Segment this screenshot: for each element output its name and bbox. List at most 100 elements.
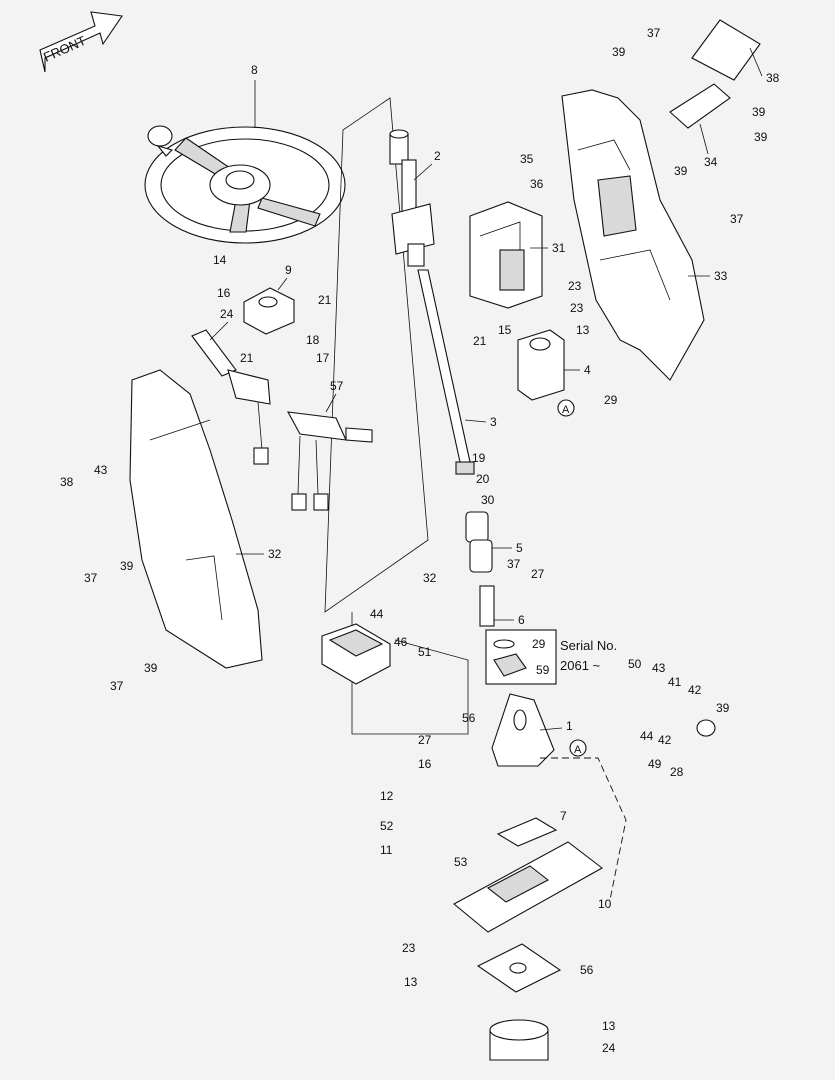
callout-number: 6 (518, 613, 525, 627)
callout-number: 5 (516, 541, 523, 555)
callout-number: 21 (473, 334, 487, 348)
callout-number: 10 (598, 897, 612, 911)
adjust-knob (696, 719, 716, 737)
callout-number: 37 (110, 679, 124, 693)
callout-number: 43 (652, 661, 666, 675)
callout-number: 39 (754, 130, 768, 144)
callout-number: 1 (566, 719, 573, 733)
callout-number: 13 (576, 323, 590, 337)
callout-number: 32 (268, 547, 282, 561)
callout-number: 28 (670, 765, 684, 779)
callout-number: 42 (688, 683, 702, 697)
ref-marker-a-lower: A (569, 739, 587, 757)
callout-number: 30 (481, 493, 495, 507)
callout-number: 8 (251, 63, 258, 77)
callout-number: 4 (584, 363, 591, 377)
callout-number: 11 (380, 843, 393, 857)
callout-number: 13 (602, 1019, 616, 1033)
callout-number: 43 (94, 463, 108, 477)
callout-number: 52 (380, 819, 394, 833)
serial-inset-box (485, 629, 557, 685)
serial-range: 2061 ~ (560, 658, 601, 673)
callout-number: 23 (402, 941, 416, 955)
callout-number: 19 (472, 451, 486, 465)
universal-joint (465, 511, 495, 627)
callout-number: 17 (316, 351, 330, 365)
callout-number: 9 (285, 263, 292, 277)
callout-number: 50 (628, 657, 642, 671)
module-box (321, 623, 391, 685)
callout-number: 23 (570, 301, 584, 315)
front-direction-arrow: FRONT (39, 11, 123, 73)
callout-number: 51 (418, 645, 432, 659)
column-cover-right (561, 89, 705, 381)
steering-wheel (144, 125, 346, 244)
callout-number: 24 (602, 1041, 616, 1055)
front-label: FRONT (41, 33, 88, 65)
callout-number: 37 (84, 571, 98, 585)
callout-number: 7 (560, 809, 567, 823)
upper-bracket (469, 201, 543, 309)
lower-bracket (517, 329, 565, 401)
callout-number: 39 (120, 559, 134, 573)
callout-number: 14 (213, 253, 227, 267)
callout-number: 21 (318, 293, 332, 307)
callout-number: 33 (714, 269, 728, 283)
svg-text:A: A (562, 404, 570, 416)
callout-number: 39 (674, 164, 688, 178)
callout-8: 8 (251, 63, 258, 128)
callout-number: 49 (648, 757, 662, 771)
callout-number: 35 (520, 152, 534, 166)
callout-number: 23 (568, 279, 582, 293)
callout-number: 44 (370, 607, 384, 621)
combination-switch (191, 329, 271, 465)
callout-number: 39 (612, 45, 626, 59)
floor-plate (453, 841, 603, 933)
callout-number: 3 (490, 415, 497, 429)
svg-text:A: A (574, 744, 582, 756)
plate-7 (496, 817, 558, 847)
callout-number: 24 (220, 307, 234, 321)
callout-number: 38 (766, 71, 780, 85)
serial-title: Serial No. (560, 638, 617, 653)
callout-number: 38 (60, 475, 74, 489)
callout-number: 42 (658, 733, 672, 747)
callout-number: 37 (730, 212, 744, 226)
callout-number: 37 (507, 557, 521, 571)
callout-number: 39 (716, 701, 730, 715)
callout-number: 29 (532, 637, 546, 651)
callout-number: 56 (580, 963, 594, 977)
callout-number: 37 (647, 26, 661, 40)
callout-number: 46 (394, 635, 408, 649)
callout-number: 36 (530, 177, 544, 191)
callout-number: 56 (462, 711, 476, 725)
callout-number: 27 (418, 733, 432, 747)
clamp-block (243, 287, 295, 335)
callout-number: 27 (531, 567, 545, 581)
callout-number: 16 (217, 286, 231, 300)
base-plate (476, 943, 562, 993)
callout-number: 13 (404, 975, 418, 989)
callout-number: 29 (604, 393, 618, 407)
callout-number: 15 (498, 323, 512, 337)
callout-number: 59 (536, 663, 550, 677)
callout-number: 18 (306, 333, 320, 347)
column-cover-left (129, 369, 263, 669)
callout-number: 20 (476, 472, 490, 486)
callout-number: 44 (640, 729, 654, 743)
mount-plate (669, 19, 761, 129)
callout-number: 12 (380, 789, 394, 803)
callout-number: 34 (704, 155, 718, 169)
ref-marker-a-top: A (557, 399, 575, 417)
callout-number: 2 (434, 149, 441, 163)
callout-number: 57 (330, 379, 344, 393)
callout-number: 32 (423, 571, 437, 585)
callout-number: 21 (240, 351, 254, 365)
callout-number: 31 (552, 241, 566, 255)
column-pedestal (491, 693, 555, 767)
steering-column-tube (389, 129, 435, 267)
callout-number: 16 (418, 757, 432, 771)
callout-number: 53 (454, 855, 468, 869)
callout-number: 41 (668, 675, 682, 689)
